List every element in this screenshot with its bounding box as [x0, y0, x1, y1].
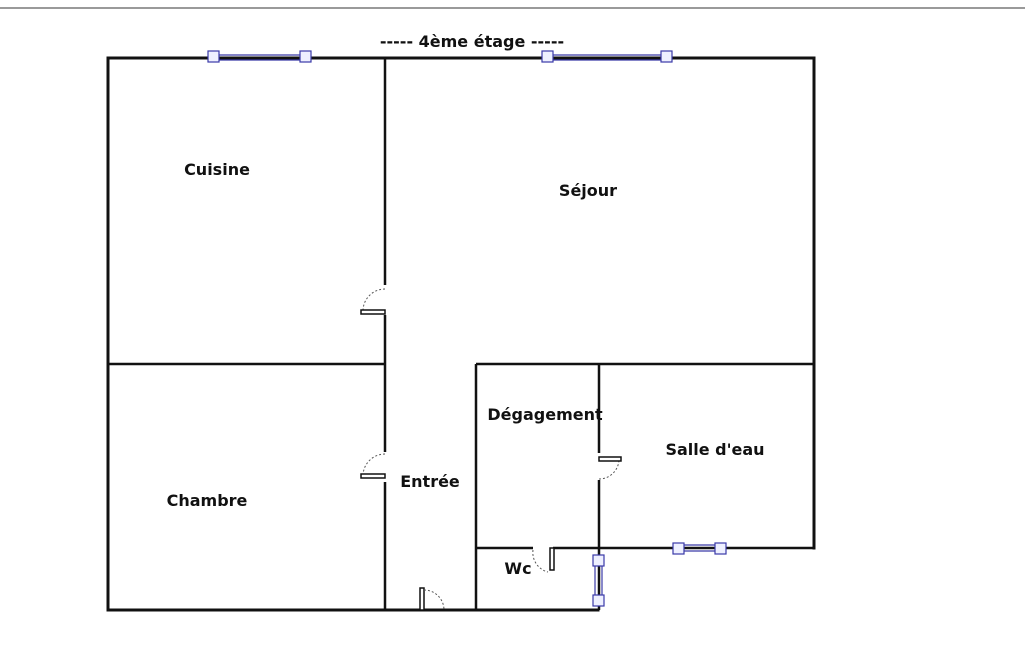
room-label-wc: Wc — [504, 559, 531, 578]
room-label-entree: Entrée — [400, 472, 460, 491]
room-label-salle-deau: Salle d'eau — [665, 440, 764, 459]
door-cuisine — [360, 288, 386, 315]
door-entree — [419, 587, 445, 611]
interior-walls — [108, 58, 814, 610]
window-wc — [592, 554, 605, 607]
window-cuisine — [207, 50, 312, 63]
window-salle-deau — [672, 542, 727, 555]
door-salle-deau — [598, 456, 622, 480]
window-sejour — [541, 50, 673, 63]
outer-walls — [106, 56, 816, 612]
floor-title: ----- 4ème étage ----- — [380, 32, 564, 51]
room-label-cuisine: Cuisine — [184, 160, 250, 179]
door-wc — [532, 547, 555, 573]
room-label-degagement: Dégagement — [487, 405, 603, 424]
room-label-chambre: Chambre — [167, 491, 248, 510]
room-label-sejour: Séjour — [559, 181, 617, 200]
door-chambre — [360, 453, 386, 479]
